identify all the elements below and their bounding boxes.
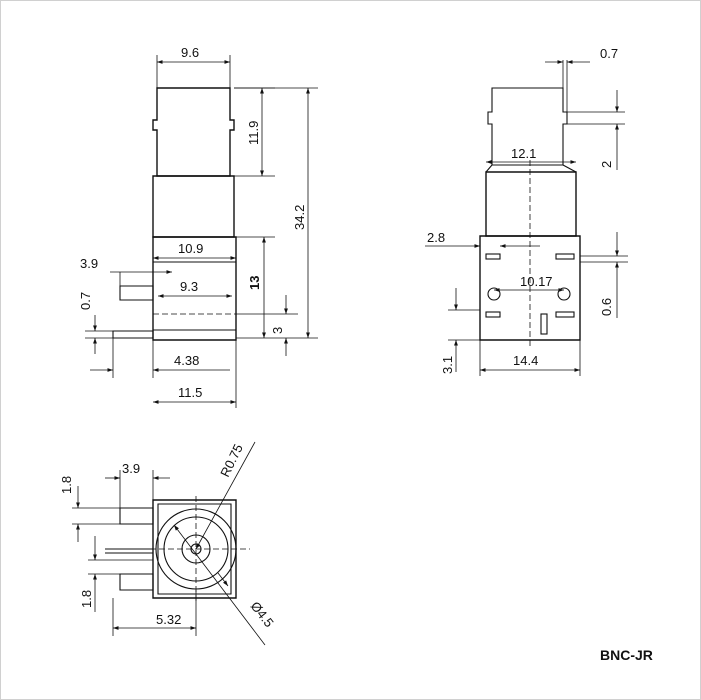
dim-base-height: 13	[247, 276, 262, 290]
side-view: 9.6 11.9 34.2 10.9 13 3.9 9.3 0.7 3	[78, 45, 318, 408]
part-name-label: BNC-JR	[600, 647, 653, 663]
dim-base-width: 10.9	[178, 241, 203, 256]
dim-bottom-pin-offset: 3.9	[122, 461, 140, 476]
dim-barrel-height: 11.9	[246, 121, 261, 145]
dim-pin-spacing: 4.38	[174, 353, 199, 368]
dim-top-width: 9.6	[181, 45, 199, 60]
dim-inner-width: 9.3	[180, 279, 198, 294]
dim-left-offset: 2.8	[427, 230, 445, 245]
dim-pin-thickness: 0.7	[78, 292, 93, 310]
front-view: 0.7 2 12.1 2.8 10.17 0.6 3.1 14.4	[425, 46, 628, 376]
dim-barrel-width: 12.1	[511, 146, 536, 161]
dim-diameter: Ø4.5	[248, 599, 277, 630]
bottom-view: 1.8 3.9 R0.75 1.8 5.32 Ø4.5	[59, 442, 277, 646]
dim-hole-spacing: 10.17	[520, 274, 553, 289]
dim-front-pin-thickness: 0.7	[600, 46, 618, 61]
dim-overall-height: 34.2	[292, 205, 307, 230]
dim-right-step: 0.6	[599, 298, 614, 316]
dim-body-width: 11.5	[178, 385, 202, 400]
dim-top-offset: 1.8	[59, 476, 74, 494]
dim-bottom-offset: 1.8	[79, 590, 94, 608]
dim-center-offset: 5.32	[156, 612, 181, 627]
dim-front-bottom-step: 3.1	[440, 356, 455, 374]
dim-pin-offset: 3.9	[80, 256, 98, 271]
dim-slot-height: 2	[599, 161, 614, 168]
dim-radius: R0.75	[217, 442, 246, 480]
dim-front-body-width: 14.4	[513, 353, 538, 368]
dim-bottom-step: 3	[270, 327, 285, 334]
